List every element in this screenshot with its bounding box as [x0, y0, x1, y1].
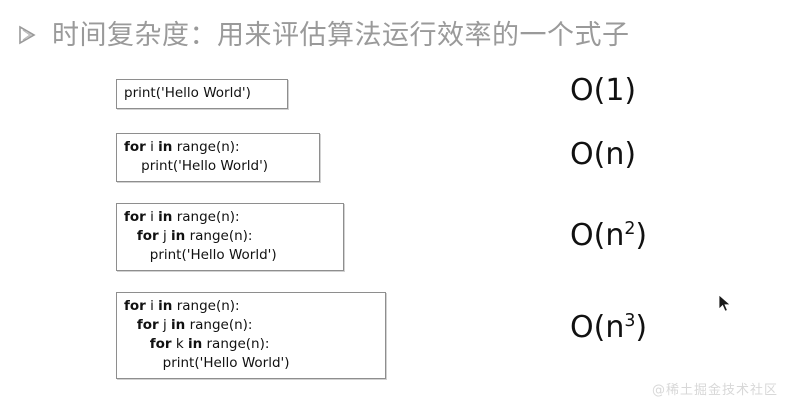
- code-block-cubic: for i in range(n): for j in range(n): fo…: [116, 292, 386, 379]
- code-line: for i in range(n):: [124, 139, 240, 155]
- complexity-exponent: 2: [624, 219, 636, 239]
- code-line: print('Hello World'): [149, 247, 277, 263]
- code-line: for i in range(n):: [124, 298, 240, 314]
- code-line: for j in range(n):: [136, 317, 253, 333]
- code-line: print('Hello World'): [141, 158, 269, 174]
- code-line: print('Hello World'): [162, 355, 290, 371]
- page-title: 时间复杂度：用来评估算法运行效率的一个式子: [52, 20, 630, 50]
- code-line: for i in range(n):: [124, 209, 240, 225]
- mouse-pointer-icon: [718, 294, 732, 314]
- complexity-label-linear: O(n): [570, 137, 637, 172]
- slide-title-row: 时间复杂度：用来评估算法运行效率的一个式子: [18, 18, 630, 52]
- code-block-constant: print('Hello World'): [116, 79, 288, 109]
- code-line: for k in range(n):: [149, 336, 270, 352]
- watermark: @稀土掘金技术社区: [651, 383, 778, 398]
- code-block-linear: for i in range(n): print('Hello World'): [116, 133, 320, 182]
- code-line: for j in range(n):: [136, 228, 253, 244]
- complexity-label-quadratic: O(n2): [570, 218, 648, 253]
- triangle-right-icon: [18, 25, 36, 45]
- complexity-exponent: 3: [624, 311, 636, 331]
- complexity-label-cubic: O(n3): [570, 310, 648, 345]
- code-line: print('Hello World'): [124, 85, 251, 101]
- code-block-quadratic: for i in range(n): for j in range(n): pr…: [116, 203, 344, 271]
- complexity-label-constant: O(1): [570, 73, 637, 108]
